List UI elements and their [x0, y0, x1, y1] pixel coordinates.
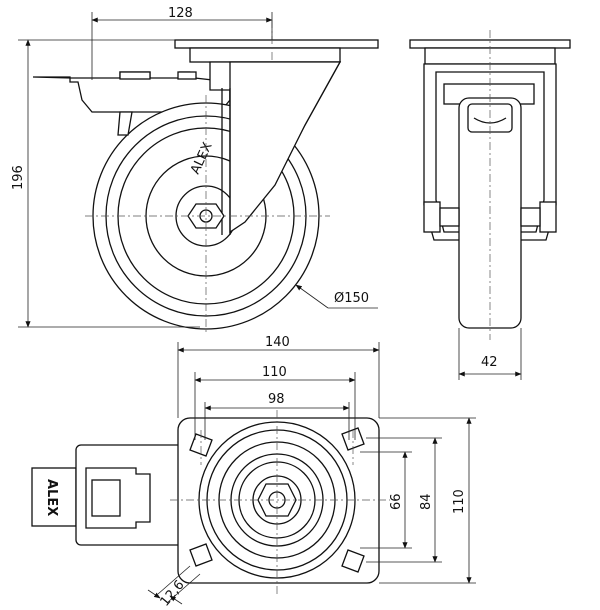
brake-brand-label: ALEX — [44, 479, 59, 516]
dim-128-label: 128 — [168, 6, 193, 21]
plate-bearing — [189, 47, 341, 63]
bolt-hole-tr — [341, 427, 365, 451]
bolt-hole-bl — [189, 543, 213, 567]
dim-84-label: 84 — [419, 493, 434, 510]
front-fork-inner — [435, 71, 545, 233]
top-plate — [174, 39, 379, 49]
dim-hole-span-inner: 98 — [204, 392, 350, 440]
axle-spacer-left — [439, 207, 460, 227]
brake-tab-2 — [177, 71, 197, 80]
brake-tab — [119, 71, 151, 80]
dim-12-6-label: 12,6 — [158, 578, 188, 610]
dim-overall-height: 196 — [11, 39, 200, 328]
axle-spacer-right — [520, 207, 541, 227]
dim-110-v-label: 110 — [452, 489, 467, 514]
dim-swivel-offset: 128 — [91, 6, 273, 80]
dim-110-h-label: 110 — [262, 365, 287, 380]
side-view: ALEX — [32, 20, 379, 335]
top-view: ALEX — [31, 410, 390, 595]
dim-66-label: 66 — [389, 493, 404, 510]
dim-42-label: 42 — [481, 355, 498, 370]
dim-plate-width: 140 — [177, 335, 380, 418]
dim-196-label: 196 — [11, 165, 26, 190]
front-view — [409, 30, 571, 340]
brake-pedal — [31, 467, 77, 527]
dim-98-label: 98 — [268, 392, 285, 407]
fork-front — [229, 61, 342, 234]
dim-plate-height: 110 — [379, 417, 476, 584]
dim-hole-span-vertical-inner: 66 — [360, 451, 412, 549]
brake-pad — [117, 111, 133, 136]
dim-hole-span-outer: 110 — [194, 365, 356, 440]
dim-wheel-width: 42 — [458, 328, 522, 380]
bolt-hole-br — [341, 549, 365, 573]
brake-housing — [75, 444, 189, 546]
dim-hole-span-vertical-mid: 84 — [366, 437, 442, 563]
dim-wheel-diameter: Ø150 — [295, 284, 378, 309]
dim-150-label: Ø150 — [334, 291, 369, 306]
axle-nut-left — [423, 201, 441, 233]
brake-inner — [85, 467, 151, 529]
dim-140-label: 140 — [265, 335, 290, 350]
bolt-hole-tl — [189, 433, 213, 457]
brake-slot — [91, 479, 121, 517]
axle-nut-right — [539, 201, 557, 233]
